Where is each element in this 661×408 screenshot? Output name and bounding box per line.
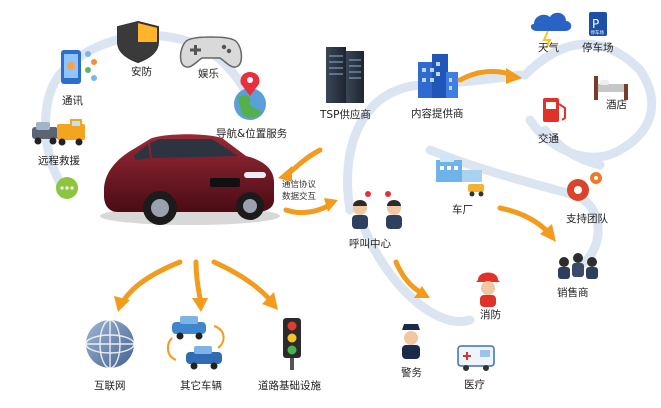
arrow-to-othercars-icon <box>193 259 203 301</box>
connected-car-image <box>100 134 280 225</box>
internet-globe-icon <box>85 319 135 369</box>
factory-building-icon <box>436 154 484 197</box>
arrow-to-internet-icon <box>121 259 183 303</box>
entertainment-label: 娱乐 <box>198 67 219 80</box>
hotel-label: 酒店 <box>606 98 627 111</box>
call-center-label: 呼叫中心 <box>349 237 391 250</box>
fuel-pump-icon <box>543 98 566 122</box>
more-services-icon <box>56 177 78 199</box>
internet-label: 互联网 <box>94 380 126 392</box>
traffic-light-icon <box>283 318 301 370</box>
security-label: 安防 <box>131 65 152 78</box>
tsp-server-icon <box>326 47 364 103</box>
content-provider-label: 内容提供商 <box>411 107 464 120</box>
arrow-to-support-head-icon <box>540 224 556 242</box>
arrow-to-othercars-head-icon <box>192 298 208 312</box>
arrow-from-car-head-icon <box>324 198 338 212</box>
other-vehicles-label: 其它车辆 <box>180 379 222 392</box>
arrow-to-emergency-icon <box>393 259 423 295</box>
protocol-label-line2: 数据交互 <box>282 191 317 202</box>
arrow-to-road-icon <box>211 259 273 303</box>
arrow-to-emergency-head-icon <box>414 286 430 298</box>
rescue-truck-icon <box>32 119 85 146</box>
firefighter-icon <box>476 272 500 307</box>
protocol-label-line1: 通信协议 <box>282 179 317 190</box>
arrow-to-support-icon <box>497 205 551 235</box>
weather-cloud-icon <box>530 12 572 49</box>
navigation-label: 导航&位置服务 <box>216 127 288 140</box>
call-center-agents-icon <box>352 191 402 229</box>
rescue-label: 远程救援 <box>38 154 80 167</box>
support-gears-icon <box>567 172 602 201</box>
parking-sign-icon: P 停车场 <box>589 12 607 36</box>
weather-label: 天气 <box>538 41 559 54</box>
content-provider-building-icon <box>418 54 458 98</box>
arrow-to-road-head-icon <box>262 292 278 310</box>
navigation-globe-icon <box>234 72 266 120</box>
support-label: 支持团队 <box>566 212 608 225</box>
road-infrastructure-label: 道路基础设施 <box>258 379 321 392</box>
security-shield-icon <box>117 20 159 64</box>
ambulance-icon <box>457 345 495 371</box>
arrow-to-internet-head-icon <box>114 296 130 312</box>
arrow-to-car-head-icon <box>278 166 292 182</box>
communication-label: 通讯 <box>62 94 83 107</box>
other-vehicles-icon <box>166 316 225 370</box>
parking-sign-letter: P <box>592 17 599 31</box>
arrow-to-services-head-icon <box>506 68 522 84</box>
traffic-label: 交通 <box>538 132 559 145</box>
gamepad-icon <box>179 36 243 68</box>
medical-label: 医疗 <box>464 378 485 391</box>
parking-sign-text: 停车场 <box>591 29 605 36</box>
arrow-from-car-icon <box>283 203 331 216</box>
parking-label: 停车场 <box>582 41 614 54</box>
communication-icon <box>61 50 97 84</box>
dealer-people-icon <box>558 253 598 279</box>
fire-label: 消防 <box>480 308 501 321</box>
police-label: 警务 <box>401 366 422 379</box>
tsp-label: TSP供应商 <box>319 108 371 121</box>
factory-label: 车厂 <box>452 203 473 216</box>
police-officer-icon <box>402 324 420 359</box>
hotel-bed-icon <box>594 76 628 100</box>
dealer-label: 销售商 <box>557 286 589 299</box>
